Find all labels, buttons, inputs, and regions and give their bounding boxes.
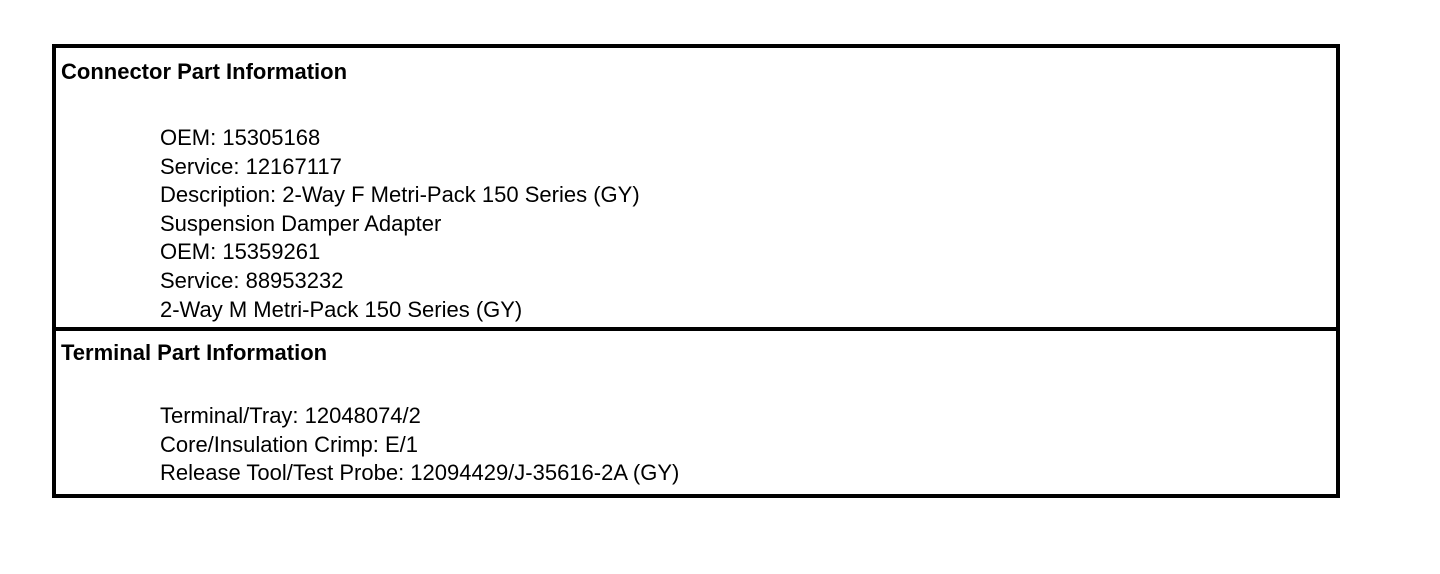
connector-details-list: OEM: 15305168 Service: 12167117 Descript… (160, 124, 640, 324)
terminal-details-list: Terminal/Tray: 12048074/2 Core/Insulatio… (160, 402, 679, 488)
connector-section-title: Connector Part Information (61, 59, 348, 84)
core-insulation-crimp: Core/Insulation Crimp: E/1 (160, 431, 418, 457)
release-tool-test-probe: Release Tool/Test Probe: 12094429/J-3561… (160, 460, 680, 486)
adapter-name: Suspension Damper Adapter (160, 210, 442, 236)
connector-description: Description: 2-Way F Metri-Pack 150 Seri… (160, 182, 640, 208)
terminal-section-title: Terminal Part Information (61, 340, 328, 365)
connector-part-section: Connector Part Information OEM: 15305168… (56, 48, 1336, 331)
adapter-service: Service: 88953232 (160, 267, 344, 293)
terminal-part-section: Terminal Part Information Terminal/Tray:… (56, 331, 1336, 494)
connector-service: Service: 12167117 (160, 153, 342, 179)
part-information-table: Connector Part Information OEM: 15305168… (52, 44, 1340, 498)
adapter-description: 2-Way M Metri-Pack 150 Series (GY) (160, 296, 523, 322)
connector-oem: OEM: 15305168 (160, 125, 321, 150)
adapter-oem: OEM: 15359261 (160, 239, 321, 265)
terminal-tray: Terminal/Tray: 12048074/2 (160, 403, 421, 428)
